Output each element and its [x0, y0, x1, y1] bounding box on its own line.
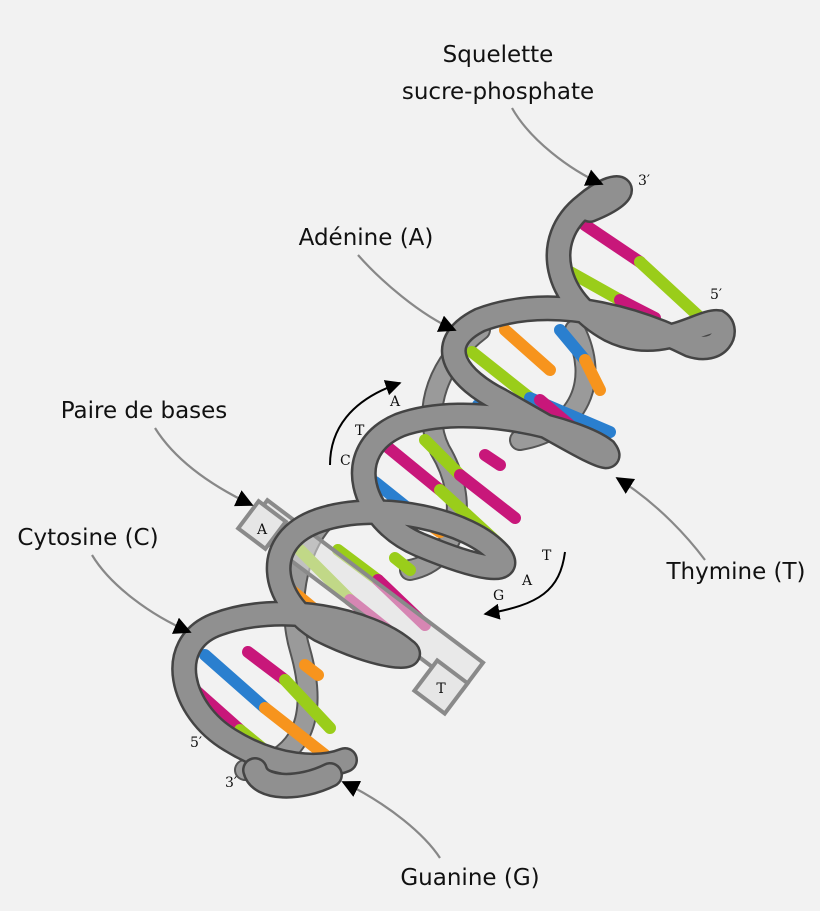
- strand-end-top-5: 5′: [710, 287, 722, 303]
- pointer-adenine: [357, 254, 457, 332]
- arc-lower-a: A: [521, 573, 533, 589]
- label-cytosine: Cytosine (C): [17, 525, 158, 551]
- label-thymine: Thymine (T): [665, 559, 805, 585]
- base-adenine: [419, 434, 466, 481]
- strand-end-bottom-5: 5′: [190, 735, 202, 751]
- arc-upper-c: C: [340, 453, 351, 469]
- base-guanine: [299, 659, 324, 681]
- base-cytosine: [479, 449, 506, 471]
- pair-box-right-letter: T: [436, 681, 446, 697]
- arc-upper-a: A: [389, 394, 401, 410]
- base-pair-box: A T: [235, 497, 486, 717]
- label-base-pair: Paire de bases: [61, 398, 228, 424]
- strand-ends: 3′ 5′ 5′ 3′: [190, 173, 722, 791]
- pointer-backbone: [511, 107, 604, 186]
- pointer-base-pair: [154, 427, 254, 507]
- pointers: [91, 107, 706, 859]
- arc-lower-t: T: [542, 548, 552, 564]
- base-adenine: [389, 552, 416, 576]
- base-guanine: [579, 354, 606, 396]
- base-guanine: [259, 702, 331, 761]
- base-thymine: [199, 649, 271, 714]
- base-adenine: [332, 544, 384, 586]
- labels: Squelette sucre-phosphate Adénine (A) Pa…: [17, 42, 805, 891]
- arc-upper-t: T: [355, 423, 365, 439]
- arc-lower-g: G: [493, 588, 504, 604]
- pairing-arcs: C T A T A G: [329, 380, 566, 620]
- pair-box-left-letter: A: [256, 522, 268, 538]
- pointer-guanine: [341, 781, 441, 859]
- pointer-cytosine: [91, 554, 192, 634]
- base-cytosine: [579, 219, 646, 268]
- front-backbone: [171, 175, 736, 799]
- base-adenine: [564, 266, 626, 306]
- pointer-thymine: [615, 477, 706, 561]
- strand-end-top-3: 3′: [638, 173, 650, 189]
- base-adenine: [466, 346, 536, 404]
- strand-end-bottom-3: 3′: [225, 775, 237, 791]
- label-backbone-line2: sucre-phosphate: [402, 79, 594, 105]
- label-backbone-line1: Squelette: [443, 42, 554, 68]
- base-guanine: [499, 324, 556, 376]
- base-adenine: [279, 674, 336, 734]
- base-cytosine: [454, 469, 521, 524]
- label-adenine: Adénine (A): [299, 225, 434, 251]
- base-cytosine: [379, 439, 446, 496]
- base-cytosine: [242, 646, 291, 686]
- base-adenine: [634, 256, 711, 328]
- base-thymine: [554, 324, 591, 366]
- label-guanine: Guanine (G): [400, 865, 539, 891]
